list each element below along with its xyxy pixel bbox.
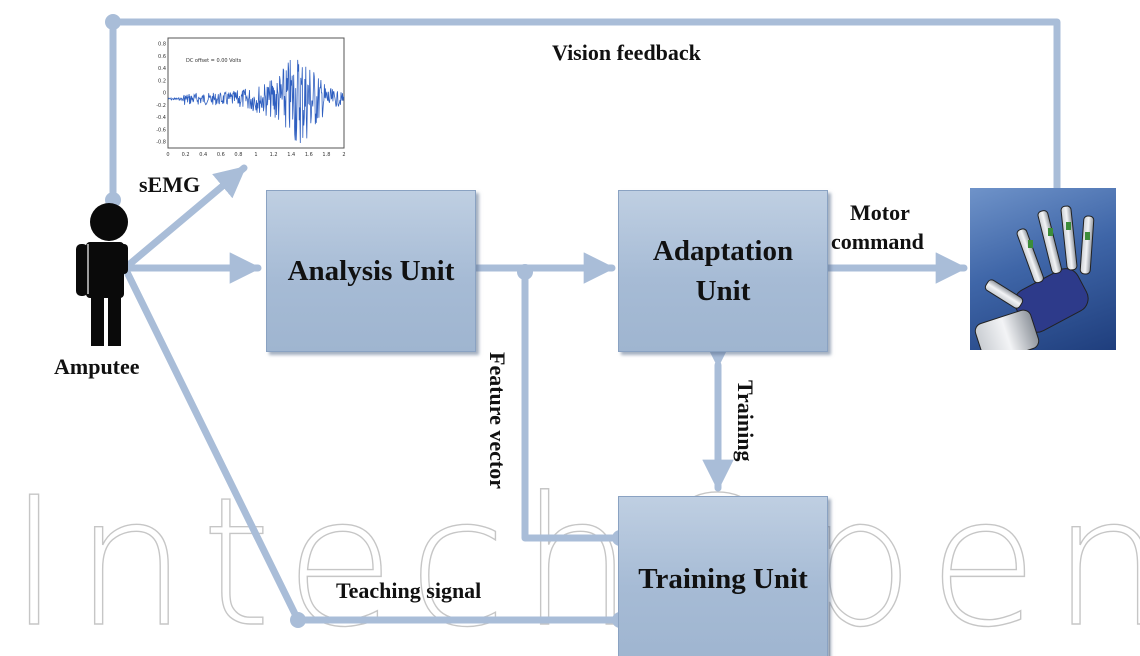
emg-x-tick: 0.8 — [234, 152, 242, 158]
vision-feedback-label: Vision feedback — [552, 40, 701, 65]
person-icon — [76, 203, 128, 346]
training-unit-label: Training Unit — [638, 563, 808, 595]
emg-x-tick: 1.8 — [322, 152, 330, 158]
emg-x-tick: 1.2 — [270, 152, 278, 158]
emg-y-tick: -0.2 — [156, 103, 166, 109]
vision-feedback-line — [109, 18, 1061, 199]
node-dot — [105, 14, 121, 30]
emg-x-tick: 2 — [342, 152, 345, 158]
training-arrow-label: Training — [733, 380, 758, 462]
emg-y-tick: -0.4 — [156, 115, 166, 121]
analysis-unit-label: Analysis Unit — [287, 255, 455, 287]
node-dot — [290, 612, 306, 628]
emg-x-tick: 0 — [166, 152, 169, 158]
emg-x-tick: 0.4 — [199, 152, 207, 158]
analysis-unit-box: Analysis Unit — [266, 190, 476, 352]
semg-arrow — [121, 164, 248, 272]
emg-x-tick: 1.6 — [305, 152, 313, 158]
emg-x-tick: 0.2 — [182, 152, 190, 158]
adaptation-unit-label-line1: Adaptation — [652, 235, 794, 267]
emg-x-tick: 0.6 — [217, 152, 225, 158]
emg-y-tick: 0.8 — [158, 42, 166, 48]
robotic-hand-photo — [970, 188, 1116, 350]
adaptation-unit-label-line2: Unit — [695, 275, 751, 307]
motor-command-label-line1: Motor — [850, 200, 910, 225]
feature-vector-label: Feature vector — [485, 352, 510, 490]
emg-y-tick: -0.8 — [156, 140, 166, 146]
node-dot — [517, 264, 533, 280]
emg-signal-plot: 0.8 0.6 0.4 0.2 0 -0.2 -0.4 -0.6 -0.8 0 0.2 0.4 0.6… — [152, 34, 348, 162]
emg-x-tick: 1.4 — [287, 152, 295, 158]
motor-command-label-line2: command — [831, 229, 924, 254]
emg-y-tick: 0.2 — [158, 78, 166, 84]
watermark: IntechOpen — [7, 459, 1140, 656]
training-unit-box: Training Unit — [618, 496, 828, 656]
emg-y-tick: 0.4 — [158, 66, 166, 72]
teaching-signal-label: Teaching signal — [336, 578, 482, 603]
emg-y-tick: 0 — [163, 91, 166, 97]
emg-y-tick: -0.6 — [156, 127, 166, 133]
adaptation-unit-box: Adaptation Unit — [618, 190, 828, 352]
emg-x-tick: 1 — [254, 152, 257, 158]
feature-vector-line — [521, 268, 624, 542]
semg-label: sEMG — [139, 172, 201, 197]
emg-inset-text: DC offset = 0.00 Volts — [186, 58, 242, 64]
amputee-label: Amputee — [54, 354, 140, 379]
emg-y-tick: 0.6 — [158, 54, 166, 60]
